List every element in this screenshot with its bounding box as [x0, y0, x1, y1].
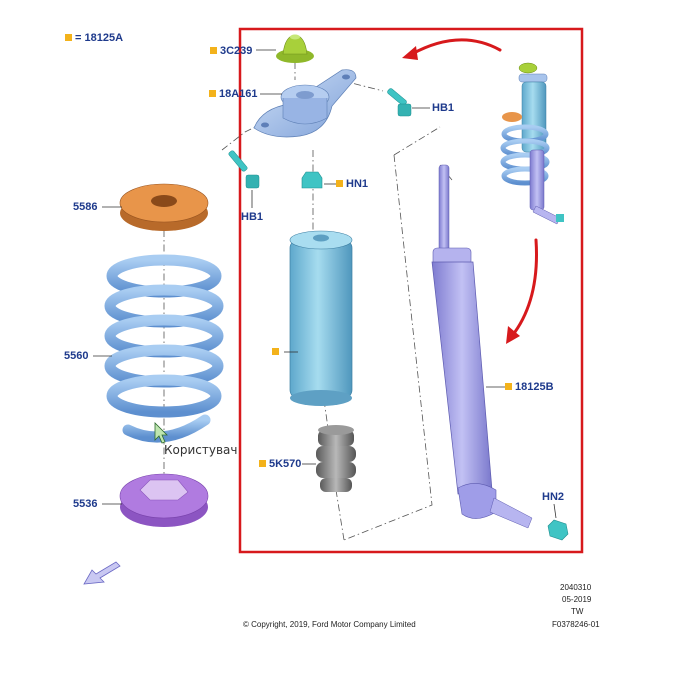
callout-text: 5560 — [64, 350, 89, 362]
legend-marker — [65, 34, 72, 41]
callout-text: 5586 — [73, 201, 98, 213]
figure-id: F0378246-01 — [552, 620, 600, 629]
bolt-hb1-left — [228, 150, 260, 189]
upper-mount — [253, 69, 357, 138]
callout-text: HB1 — [432, 102, 455, 114]
nut-hn2 — [547, 519, 569, 541]
callout-text: 18125B — [515, 381, 554, 393]
callout-hb1-left[interactable]: HB1 — [241, 211, 263, 223]
leader-lines — [93, 49, 557, 519]
rotate-arrow-heads — [402, 46, 520, 344]
legend-text: = 18125A — [75, 32, 124, 44]
highlight-frame — [238, 27, 584, 554]
copyright-text: © Copyright, 2019, Ford Motor Company Li… — [243, 620, 416, 629]
callout-18a161[interactable]: 18A161 — [209, 88, 258, 100]
assembled-thumbnail — [500, 62, 564, 225]
callout-5560[interactable]: 5560 — [64, 350, 88, 362]
callout-5586[interactable]: 5586 — [73, 201, 97, 213]
arrow-down-left-icon — [83, 561, 121, 585]
shock-absorber — [431, 164, 533, 529]
callout-18125b[interactable]: 18125B — [505, 381, 554, 393]
drawing-region: TW — [571, 607, 584, 616]
callout-boot-marker[interactable] — [272, 346, 282, 358]
callout-marker — [505, 383, 512, 390]
coil-spring — [104, 254, 224, 443]
drawing-date: 05-2019 — [562, 595, 592, 604]
callout-5536[interactable]: 5536 — [73, 498, 97, 510]
mouse-cursor-icon — [154, 422, 168, 444]
callout-hn1[interactable]: HN1 — [336, 178, 368, 190]
callout-hn2[interactable]: HN2 — [542, 491, 564, 503]
cursor-tooltip: Користувач — [164, 443, 238, 457]
callout-3c239[interactable]: 3C239 — [210, 45, 252, 57]
dust-boot — [289, 230, 353, 406]
callout-hb1-right[interactable]: HB1 — [432, 102, 454, 114]
bump-stop — [316, 425, 356, 492]
callout-text: HB1 — [241, 211, 264, 223]
bolt-hb1-right — [387, 88, 412, 117]
callout-text: 18A161 — [219, 88, 258, 100]
callout-text: HN2 — [542, 491, 565, 503]
callout-marker — [259, 460, 266, 467]
lower-spring-seat — [119, 473, 209, 527]
top-mount-cap — [276, 34, 314, 63]
legend: = 18125A — [65, 32, 123, 44]
callout-marker — [272, 348, 279, 355]
drawing-code: 2040310 — [560, 583, 592, 592]
callout-marker — [209, 90, 216, 97]
nut-hn1 — [301, 171, 323, 189]
callout-text: 5K570 — [269, 458, 302, 470]
callout-text: 3C239 — [220, 45, 253, 57]
callout-marker — [336, 180, 343, 187]
callout-marker — [210, 47, 217, 54]
rotate-arrow-icon — [410, 38, 538, 338]
callout-5k570[interactable]: 5K570 — [259, 458, 301, 470]
callout-text: HN1 — [346, 178, 369, 190]
upper-spring-seat — [119, 183, 209, 231]
callout-text: 5536 — [73, 498, 98, 510]
